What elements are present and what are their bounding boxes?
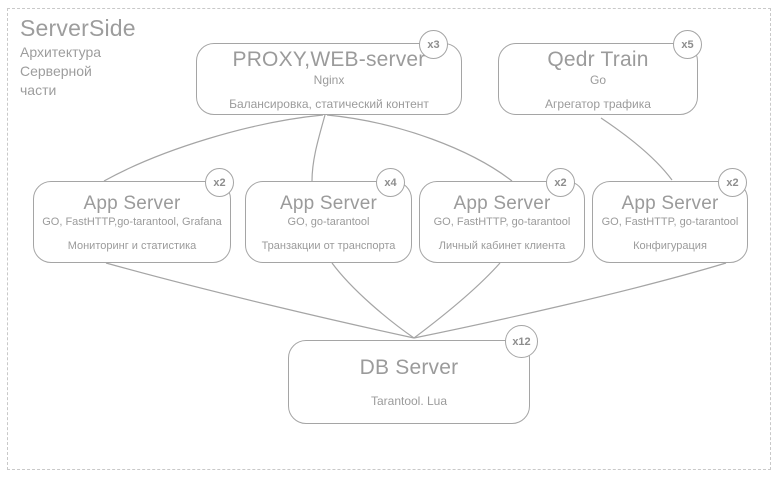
node-qedr-train[interactable]: Qedr Train Go Агрегатор трафика <box>498 43 698 115</box>
node-title: App Server <box>453 192 551 214</box>
node-title: DB Server <box>359 356 459 379</box>
node-proxy-web-server[interactable]: PROXY,WEB-server Nginx Балансировка, ста… <box>196 43 462 115</box>
connector-proxy-to-app-client-cabinet <box>326 114 513 182</box>
node-title: Qedr Train <box>547 47 649 71</box>
node-desc: Агрегатор трафика <box>545 96 651 111</box>
node-desc: Конфигурация <box>633 239 707 252</box>
node-desc: Tarantool. Lua <box>370 394 448 408</box>
node-tech: Nginx <box>313 72 345 87</box>
node-title: PROXY,WEB-server <box>232 47 426 71</box>
node-desc: Личный кабинет клиента <box>438 239 566 252</box>
node-tech: GO, FastHTTP, go-tarantool <box>601 215 739 228</box>
badge-proxy-web-server-count: x3 <box>419 30 448 59</box>
node-db-server[interactable]: DB Server Tarantool. Lua <box>288 340 530 424</box>
node-tech: GO, FastHTTP, go-tarantool <box>433 215 571 228</box>
connector-proxy-to-app-transactions <box>311 114 326 182</box>
node-title: App Server <box>621 192 719 214</box>
page-subtitle-line-1: Архитектура <box>20 44 102 60</box>
badge-app-server-configuration-count: x2 <box>718 168 747 197</box>
node-desc: Транзакции от транспорта <box>261 239 396 252</box>
node-tech: GO, FastHTTP,go-tarantool, Grafana <box>42 215 222 228</box>
node-desc: Мониторинг и статистика <box>67 239 197 252</box>
node-tech: Go <box>589 72 606 87</box>
node-app-server-monitoring[interactable]: App Server GO, FastHTTP,go-tarantool, Gr… <box>33 181 231 263</box>
node-tech: GO, go-tarantool <box>287 215 370 228</box>
connector-app-monitoring-to-db <box>105 262 415 339</box>
connector-app-client-cabinet-to-db <box>413 262 501 339</box>
node-title: App Server <box>279 192 378 214</box>
diagram-title-block: ServerSide Архитектура Серверной части <box>20 14 190 99</box>
page-subtitle-line-2: Серверной <box>20 63 92 79</box>
connector-app-configuration-to-db <box>413 262 727 339</box>
page-title: ServerSide <box>20 15 136 41</box>
node-desc: Балансировка, статический контент <box>229 96 429 111</box>
badge-qedr-train-count: x5 <box>673 30 702 59</box>
node-app-server-configuration[interactable]: App Server GO, FastHTTP, go-tarantool Ко… <box>592 181 748 263</box>
badge-app-server-transactions-count: x4 <box>376 168 405 197</box>
page-subtitle-line-3: части <box>20 82 57 98</box>
connector-app-transactions-to-db <box>331 262 415 339</box>
badge-db-server-count: x12 <box>505 325 538 358</box>
node-app-server-transactions[interactable]: App Server GO, go-tarantool Транзакции о… <box>245 181 412 263</box>
node-title: App Server <box>83 192 181 214</box>
connector-qedr-to-app-configuration <box>600 117 673 181</box>
badge-app-server-monitoring-count: x2 <box>205 168 234 197</box>
badge-app-server-client-cabinet-count: x2 <box>546 168 575 197</box>
